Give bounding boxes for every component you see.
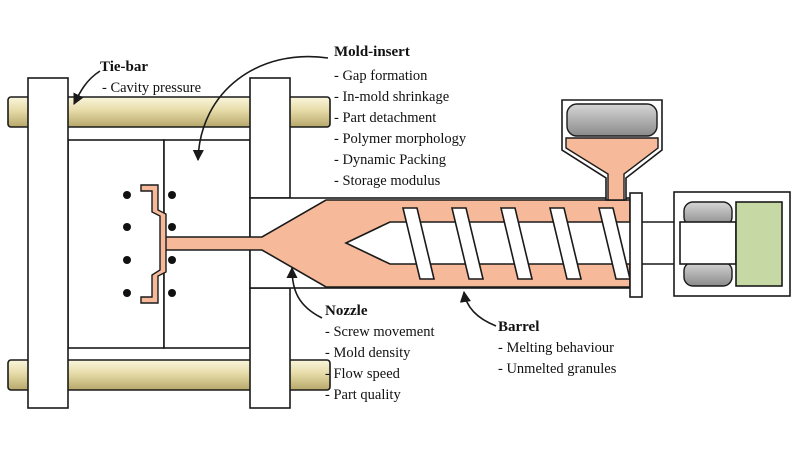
barrel-flange (629, 192, 643, 298)
nozzle-item: - Mold density (325, 345, 411, 361)
barrel-title: Barrel (498, 319, 539, 335)
part-cavity (140, 184, 167, 304)
nozzle-item: - Part quality (325, 387, 401, 403)
drive-gray-bottom (683, 261, 733, 287)
mold-insert-title: Mold-insert (334, 44, 410, 60)
tie-bar-leader (73, 70, 101, 106)
platen-fixed (27, 77, 69, 409)
tie-bar-title: Tie-bar (100, 59, 148, 75)
mold-insert-item: - Gap formation (334, 68, 428, 84)
nozzle-title: Nozzle (325, 303, 368, 319)
mold-half-left (67, 139, 165, 349)
barrel-leader (459, 290, 497, 327)
hopper-granules (565, 137, 659, 201)
platen-moving (249, 77, 291, 199)
mold-insert-item: - Storage modulus (334, 173, 441, 189)
mold-insert-leader (192, 55, 329, 162)
ejector-pins (123, 191, 176, 297)
nozzle-leader (286, 266, 323, 319)
mold-insert-item: - Dynamic Packing (334, 152, 446, 168)
nozzle-item: - Screw movement (325, 324, 435, 340)
mold-insert-item: - Polymer morphology (334, 131, 467, 147)
barrel-item: - Unmelted granules (498, 361, 617, 377)
mold-insert-label: Mold-insert - Gap formation - In-mold sh… (334, 44, 467, 189)
platen-moving-lower (249, 287, 291, 409)
hopper-gray-cap (566, 103, 658, 137)
tie-bar-label: Tie-bar - Cavity pressure (100, 59, 201, 96)
nozzle-label: Nozzle - Screw movement - Mold density -… (325, 303, 435, 403)
mold-insert-item: - In-mold shrinkage (334, 89, 449, 105)
nozzle-item: - Flow speed (325, 366, 401, 382)
piston-rod (679, 221, 737, 265)
screw-flights (401, 207, 632, 280)
piston-head (735, 201, 783, 287)
tie-bar-item: - Cavity pressure (102, 80, 201, 96)
barrel-label: Barrel - Melting behaviour - Unmelted gr… (498, 319, 617, 377)
mold-insert-item: - Part detachment (334, 110, 436, 126)
barrel-item: - Melting behaviour (498, 340, 614, 356)
